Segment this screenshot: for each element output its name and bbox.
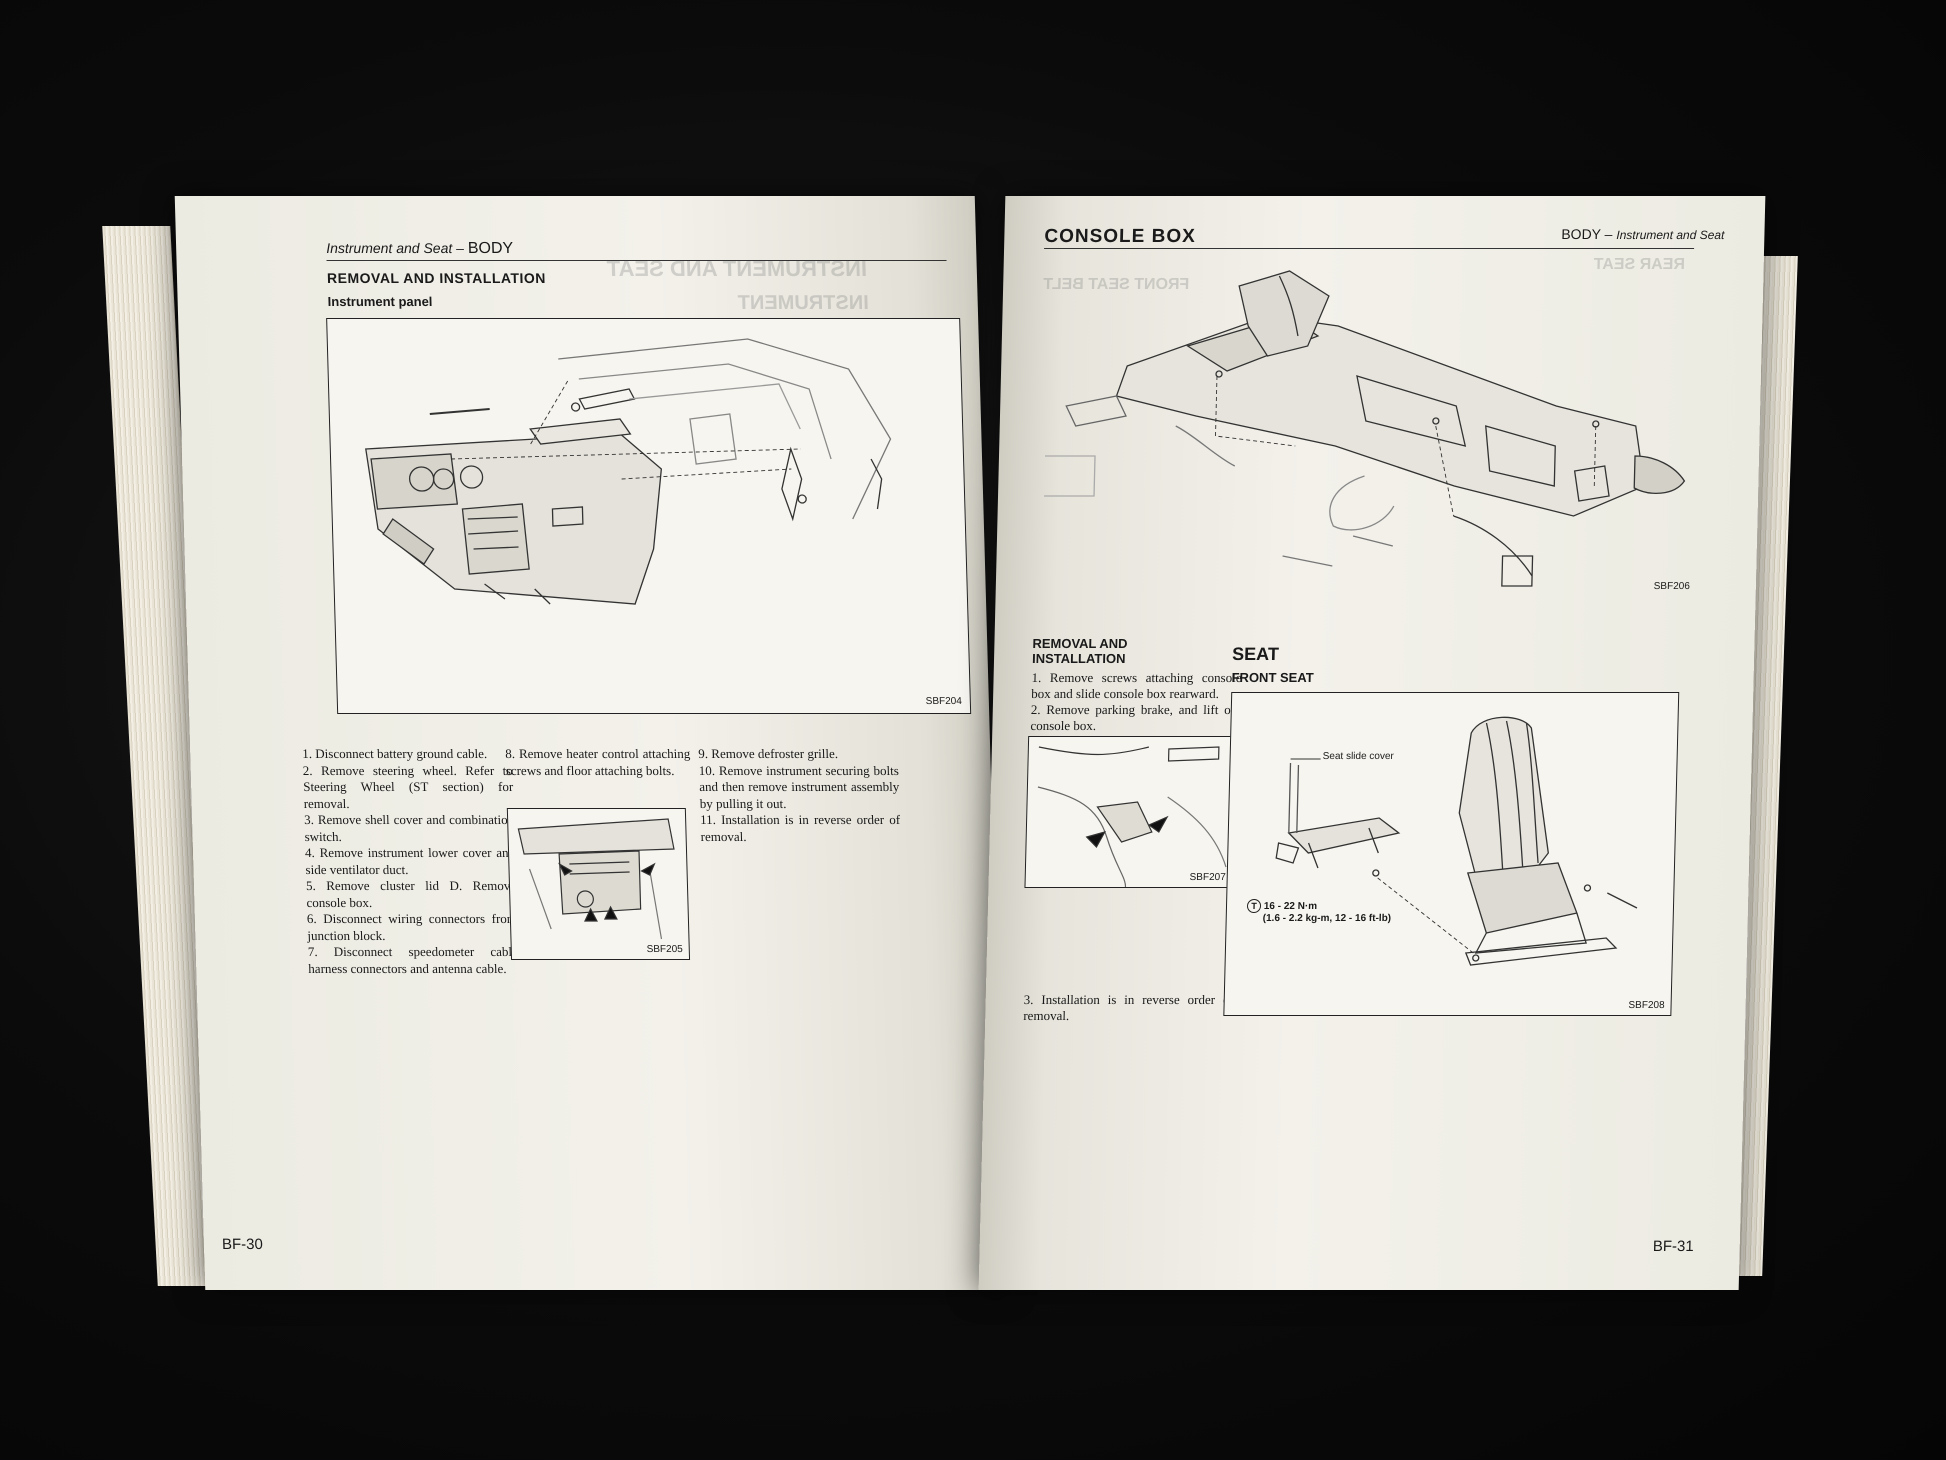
steps-column-3: 9. Remove defroster grille. 10. Remove i… [698, 746, 901, 845]
step: 6. Disconnect wiring connectors from jun… [306, 911, 518, 943]
heater-control-figure: SBF205 [506, 808, 691, 960]
page-number: BF-31 [1652, 1238, 1694, 1255]
step: 5. Remove cluster lid D. Remove console … [305, 878, 517, 910]
step: 3. Remove shell cover and combination sw… [303, 812, 515, 844]
seat-heading: SEAT [1231, 644, 1280, 664]
step: 7. Disconnect speedometer cable harness … [307, 944, 519, 976]
torque-icon: T [1246, 899, 1262, 913]
right-page: FRONT SEAT BELT REAR SEAT CONSOLE BOX BO… [978, 196, 1766, 1290]
figure-label: SBF208 [1628, 1000, 1665, 1011]
step: 2. Remove steering wheel. Refer to Steer… [302, 762, 514, 811]
page-header-right: BODY – Instrument and Seat [1561, 226, 1725, 242]
step: 8. Remove heater control attaching screw… [505, 746, 691, 778]
front-seat-figure: Seat slide cover T 16 - 22 N·m (1.6 - 2.… [1223, 692, 1680, 1016]
step: 2. Remove parking brake, and lift out co… [1030, 702, 1242, 733]
step: 10. Remove instrument securing bolts and… [698, 762, 900, 811]
figure-label: SBF206 [1653, 581, 1690, 592]
seat-slide-cover-callout: Seat slide cover [1322, 751, 1394, 762]
page-number: BF-30 [221, 1236, 264, 1253]
console-box-drawing [1044, 270, 1686, 587]
figure-label: SBF207 [1189, 872, 1226, 883]
heater-control-drawing [517, 818, 675, 940]
show-through-text: INSTRUMENT [737, 292, 870, 314]
console-screws-drawing [1037, 746, 1227, 888]
front-seat-drawing [1275, 716, 1638, 966]
console-step-3: 3. Installation is in reverse order of r… [1023, 992, 1234, 1023]
step: 9. Remove defroster grille. [698, 746, 839, 761]
section-heading: REMOVAL AND INSTALLATION [1031, 636, 1128, 666]
figure-label: SBF205 [646, 944, 683, 955]
header-rule [1044, 248, 1695, 249]
console-box-figure: SBF206 [1032, 256, 1700, 596]
figure-label: SBF204 [925, 696, 962, 707]
step: 11. Installation is in reverse order of … [699, 812, 901, 844]
console-screws-figure: SBF207 [1024, 736, 1237, 888]
front-seat-heading: FRONT SEAT [1231, 670, 1314, 685]
steps-column-1: 1. Disconnect battery ground cable. 2. R… [302, 746, 518, 977]
page-header-left: Instrument and Seat – BODY [325, 240, 514, 257]
step: 1. Remove screws attaching console box a… [1031, 670, 1242, 701]
step: 4. Remove instrument lower cover and sid… [304, 845, 516, 877]
subsection-heading: Instrument panel [327, 294, 433, 309]
section-heading: REMOVAL AND INSTALLATION [326, 270, 547, 286]
header-rule [326, 260, 947, 261]
step: 1. Disconnect battery ground cable. [302, 746, 488, 761]
console-steps: 1. Remove screws attaching console box a… [1030, 670, 1242, 734]
torque-spec: T 16 - 22 N·m (1.6 - 2.2 kg-m, 12 - 16 f… [1246, 899, 1392, 924]
instrument-panel-figure: SBF204 [326, 318, 972, 714]
steps-column-2: 8. Remove heater control attaching screw… [505, 746, 691, 779]
instrument-panel-drawing [365, 338, 892, 605]
page-title: CONSOLE BOX [1044, 226, 1197, 247]
left-page: INSTRUMENT AND SEAT INSTRUMENT Instrumen… [174, 196, 1006, 1290]
